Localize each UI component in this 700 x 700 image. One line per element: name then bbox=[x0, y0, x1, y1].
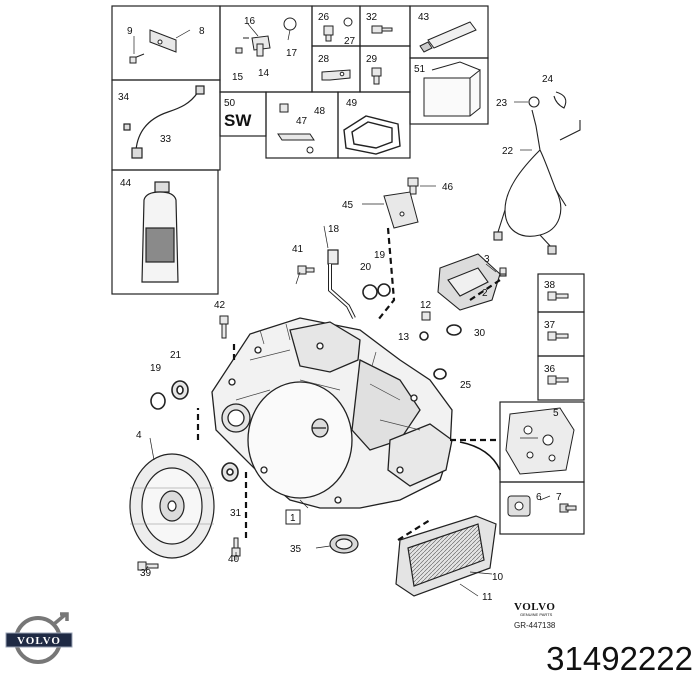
bracket-45-part bbox=[383, 191, 419, 229]
callout-41: 41 bbox=[292, 244, 304, 255]
brand-subtitle: GENUINE PARTS bbox=[520, 612, 553, 617]
callout-35: 35 bbox=[290, 544, 302, 555]
callout-37: 37 bbox=[544, 320, 556, 331]
callout-22: 22 bbox=[502, 146, 514, 157]
callout-50: 50 bbox=[224, 98, 236, 109]
callout-34: 34 bbox=[118, 92, 130, 103]
kit-box-51-part bbox=[423, 61, 481, 117]
callout-20: 20 bbox=[360, 262, 372, 273]
logo-word: VOLVO bbox=[17, 635, 61, 647]
valve-14-part bbox=[235, 17, 297, 57]
gasket-49-part bbox=[343, 115, 401, 155]
brand-word: VOLVO bbox=[514, 601, 555, 613]
callout-26: 26 bbox=[318, 12, 330, 23]
volvo-logo: VOLVO bbox=[5, 612, 73, 664]
callout-leaders bbox=[145, 101, 551, 597]
callout-10: 10 bbox=[492, 572, 504, 583]
housing-detail-lines bbox=[235, 323, 421, 431]
fluid-bottle-44-part bbox=[141, 181, 179, 283]
callout-36: 36 bbox=[544, 364, 556, 375]
callout-15: 15 bbox=[232, 72, 244, 83]
dipstick-tube-18-part bbox=[327, 249, 356, 319]
callout-30: 30 bbox=[474, 328, 486, 339]
callout-31: 31 bbox=[230, 508, 242, 519]
callout-13: 13 bbox=[398, 332, 410, 343]
callout-6: 6 bbox=[536, 492, 542, 503]
callout-39: 39 bbox=[140, 568, 152, 579]
bracket-8-part bbox=[129, 29, 177, 64]
callout-18: 18 bbox=[328, 224, 340, 235]
callout-11: 11 bbox=[482, 592, 493, 603]
callout-7: 7 bbox=[556, 492, 562, 503]
part-1-box bbox=[285, 509, 301, 525]
callout-16: 16 bbox=[244, 16, 256, 27]
callout-12: 12 bbox=[420, 300, 432, 311]
callout-45: 45 bbox=[342, 200, 354, 211]
callout-25: 25 bbox=[460, 380, 472, 391]
sealant-tube-43-part bbox=[419, 21, 477, 53]
solenoid-6-part bbox=[507, 495, 577, 517]
callout-19-top: 19 bbox=[374, 250, 386, 261]
bolt-32-part bbox=[371, 25, 393, 34]
callout-44: 44 bbox=[120, 178, 132, 189]
callout-49: 49 bbox=[346, 98, 358, 109]
bolt-26-part bbox=[323, 17, 353, 42]
genuine-parts-brand: VOLVO GENUINE PARTS GR-447138 bbox=[514, 601, 556, 630]
callout-27: 27 bbox=[344, 36, 356, 47]
bolt-29-part bbox=[371, 67, 382, 85]
bracket-47-part bbox=[277, 103, 315, 154]
callout-38: 38 bbox=[544, 280, 556, 291]
callout-24: 24 bbox=[542, 74, 554, 85]
diagram-reference: GR-447138 bbox=[514, 621, 556, 630]
callout-3: 3 bbox=[484, 254, 490, 265]
callout-51: 51 bbox=[414, 64, 426, 75]
callout-2: 2 bbox=[482, 288, 488, 299]
callout-5: 5 bbox=[553, 408, 559, 419]
assembly-solid-lines bbox=[459, 441, 501, 471]
callout-19-left: 19 bbox=[150, 363, 162, 374]
part-number: 31492222 bbox=[546, 640, 693, 677]
callout-9: 9 bbox=[127, 26, 133, 37]
leader-lines bbox=[133, 29, 191, 54]
callout-28: 28 bbox=[318, 54, 330, 65]
seal-rings bbox=[150, 283, 462, 482]
valve-body-5-part bbox=[505, 407, 575, 475]
right-bolts bbox=[547, 291, 569, 385]
callout-17: 17 bbox=[286, 48, 298, 59]
callout-14: 14 bbox=[258, 68, 270, 79]
wiring-harness-22-part bbox=[493, 91, 581, 255]
assembly-dashed-lines bbox=[196, 227, 501, 541]
callout-42: 42 bbox=[214, 300, 226, 311]
bracket-28-part bbox=[321, 69, 351, 81]
sw-label: SW bbox=[224, 111, 252, 130]
torque-converter-4-part bbox=[129, 453, 215, 559]
callout-numbers: 1 2 3 4 5 6 7 8 9 10 11 12 13 14 15 16 1… bbox=[118, 12, 562, 603]
callout-8: 8 bbox=[199, 26, 205, 37]
parts-grid bbox=[111, 5, 489, 295]
plug-35-part bbox=[329, 534, 359, 554]
callout-32: 32 bbox=[366, 12, 378, 23]
callout-33: 33 bbox=[160, 134, 172, 145]
callout-40: 40 bbox=[228, 554, 240, 565]
callout-46: 46 bbox=[442, 182, 454, 193]
callout-47: 47 bbox=[296, 116, 308, 127]
callout-48: 48 bbox=[314, 106, 326, 117]
sensor-33-part bbox=[123, 85, 205, 159]
right-boxes bbox=[499, 273, 585, 535]
callout-4: 4 bbox=[136, 430, 142, 441]
callout-1: 1 bbox=[290, 513, 296, 524]
transmission-housing bbox=[211, 317, 453, 509]
oil-pan-10-part bbox=[395, 515, 497, 597]
callout-23: 23 bbox=[496, 98, 508, 109]
callout-29: 29 bbox=[366, 54, 378, 65]
callout-43: 43 bbox=[418, 12, 430, 23]
leader-lines-2 bbox=[247, 23, 291, 41]
callout-21: 21 bbox=[170, 350, 182, 361]
